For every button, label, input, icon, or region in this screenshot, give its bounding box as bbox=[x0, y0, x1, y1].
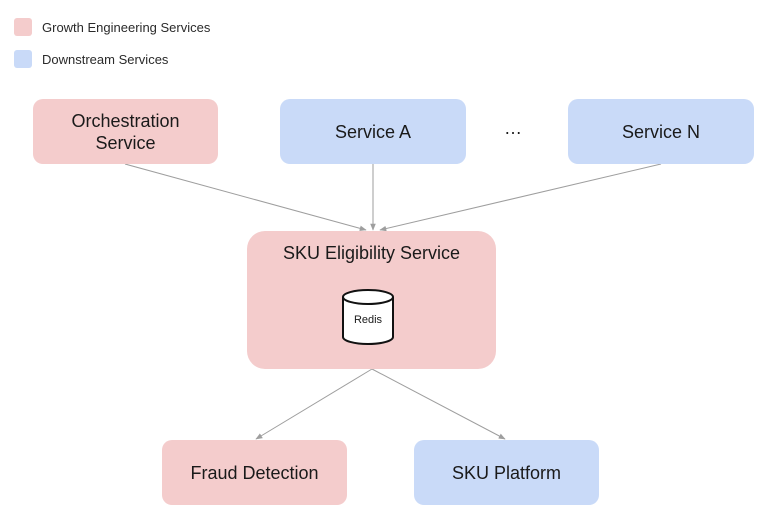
legend-label-downstream: Downstream Services bbox=[42, 51, 169, 67]
edge-orchestration-to-sku-eligibility bbox=[124, 163, 367, 232]
database-cylinder-icon bbox=[342, 289, 394, 345]
node-fraud-detection: Fraud Detection bbox=[162, 440, 347, 505]
node-orchestration-label: Orchestration Service bbox=[71, 110, 180, 153]
node-sku-eligibility-label: SKU Eligibility Service bbox=[282, 243, 461, 263]
legend-label-growth: Growth Engineering Services bbox=[42, 19, 211, 35]
node-service-n-label: Service N bbox=[621, 121, 701, 142]
node-service-a: Service A bbox=[280, 99, 466, 164]
redis-database: Redis bbox=[341, 288, 395, 346]
node-service-n: Service N bbox=[568, 99, 754, 164]
ellipsis-more-services: … bbox=[504, 118, 523, 138]
edge-sku-eligibility-to-sku-platform bbox=[371, 368, 506, 440]
edge-service-n-to-sku-eligibility bbox=[379, 163, 662, 232]
node-fraud-detection-label: Fraud Detection bbox=[190, 462, 319, 483]
redis-label: Redis bbox=[353, 314, 383, 326]
node-sku-platform: SKU Platform bbox=[414, 440, 599, 505]
node-sku-platform-label: SKU Platform bbox=[451, 462, 562, 483]
legend-swatch-pink bbox=[14, 18, 32, 36]
node-service-a-label: Service A bbox=[334, 121, 412, 142]
node-orchestration-service: Orchestration Service bbox=[33, 99, 218, 164]
edge-sku-eligibility-to-fraud-detection bbox=[255, 368, 373, 440]
legend-growth-engineering: Growth Engineering Services bbox=[14, 17, 210, 37]
legend-downstream: Downstream Services bbox=[14, 49, 168, 69]
legend-swatch-blue bbox=[14, 50, 32, 68]
